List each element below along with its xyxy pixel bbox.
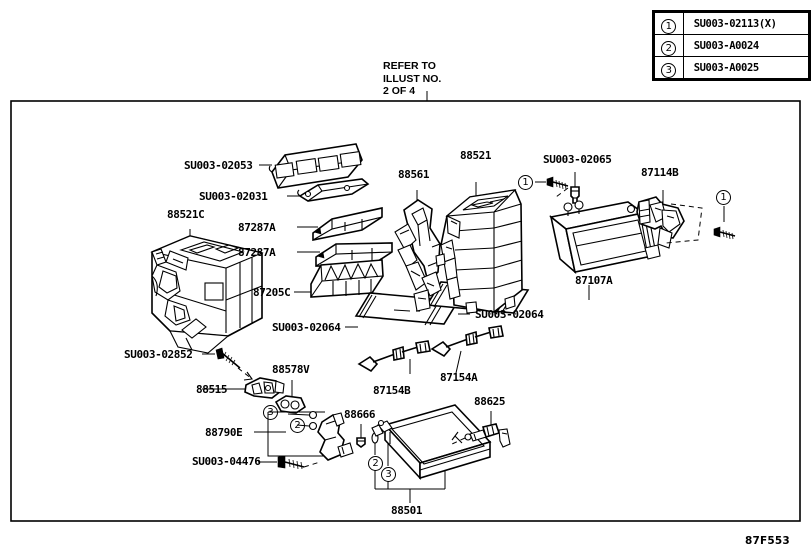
label-su003-02064-right: SU003-02064 <box>475 308 544 321</box>
label-su003-02053: SU003-02053 <box>184 159 253 172</box>
legend-row: 1 SU003-02113(X) <box>654 12 810 35</box>
label-88578v: 88578V <box>272 363 310 376</box>
legend-row: 2 SU003-A0024 <box>654 34 810 57</box>
legend-code-3: SU003-A0025 <box>682 56 810 79</box>
legend-num-cell: 3 <box>654 56 684 79</box>
part-88521-heater-case <box>435 182 523 314</box>
legend-circle-1: 1 <box>661 18 677 34</box>
part-su003-04476-screw <box>258 455 321 470</box>
part-88666-pin <box>356 424 366 448</box>
refer-line-3: 2 OF 4 <box>383 85 416 97</box>
label-87205c: 87205C <box>253 286 291 299</box>
part-87154b-rod <box>357 340 431 374</box>
legend-table: 1 SU003-02113(X) 2 SU003-A0024 3 SU003-A… <box>652 10 811 81</box>
part-87205c-fin-element <box>294 259 384 298</box>
legend-code-1: SU003-02113(X) <box>682 12 810 35</box>
part-87154a-rod <box>430 325 504 374</box>
footer-code: 87F553 <box>745 535 790 547</box>
label-88521c: 88521C <box>167 208 205 221</box>
label-87154a: 87154A <box>440 371 478 384</box>
label-su003-02064-left: SU003-02064 <box>272 321 341 334</box>
legend-row: 3 SU003-A0025 <box>654 56 810 79</box>
legend-num-cell: 2 <box>654 34 684 57</box>
label-87287a-2: 87287A <box>238 246 276 259</box>
part-88561-link-assembly <box>394 190 442 312</box>
refer-line-1: REFER TO <box>383 60 436 72</box>
part-87114b-bracket <box>636 190 703 249</box>
label-88521: 88521 <box>460 149 492 162</box>
label-su003-02031: SU003-02031 <box>199 190 268 203</box>
legend-circle-3: 3 <box>661 62 677 78</box>
refer-line-2: ILLUST NO. <box>383 72 442 85</box>
legend-num-cell: 1 <box>654 12 684 35</box>
part-su003-02031-seal <box>287 178 370 202</box>
part-su003-02065-clip <box>555 172 580 204</box>
label-su003-02065: SU003-02065 <box>543 153 612 166</box>
part-88521c-blower-case <box>150 229 264 354</box>
label-87154b: 87154B <box>373 384 411 397</box>
label-su003-02852: SU003-02852 <box>124 348 193 361</box>
callout-1-top: 1 <box>518 175 533 190</box>
label-su003-04476: SU003-04476 <box>192 455 261 468</box>
label-88561: 88561 <box>398 168 430 181</box>
callout-3-left: 3 <box>263 405 278 420</box>
label-87287a-1: 87287A <box>238 221 276 234</box>
callout-2-left: 2 <box>290 418 305 433</box>
callout-1-right-bolt <box>713 206 736 240</box>
label-88625: 88625 <box>474 395 506 408</box>
diagram-frame <box>10 100 801 522</box>
part-88515-lever <box>202 377 285 399</box>
part-88501-evaporator <box>371 404 492 481</box>
label-88666: 88666 <box>344 408 376 421</box>
part-88625-expansion-valve <box>451 411 511 448</box>
label-87107a: 87107A <box>575 274 613 287</box>
part-su003-02852-screw <box>202 347 253 381</box>
refer-to-note: REFER TO ILLUST NO. 2 OF 4 <box>383 60 441 98</box>
label-88790e: 88790E <box>205 426 243 439</box>
label-88501: 88501 <box>391 504 423 517</box>
label-88515: 88515 <box>196 383 228 396</box>
part-su003-02053-register <box>259 143 363 189</box>
part-88578v-grommet <box>274 380 307 414</box>
callout-2-bottom: 2 <box>368 456 383 471</box>
callout-1-top-bolt <box>535 176 569 190</box>
label-87114b: 87114B <box>641 166 679 179</box>
callout-3-bottom: 3 <box>381 467 396 482</box>
legend-circle-2: 2 <box>661 40 677 56</box>
part-87287a-upper-rail <box>297 207 383 241</box>
callout-1-right: 1 <box>716 190 731 205</box>
legend-code-2: SU003-A0024 <box>682 34 810 57</box>
